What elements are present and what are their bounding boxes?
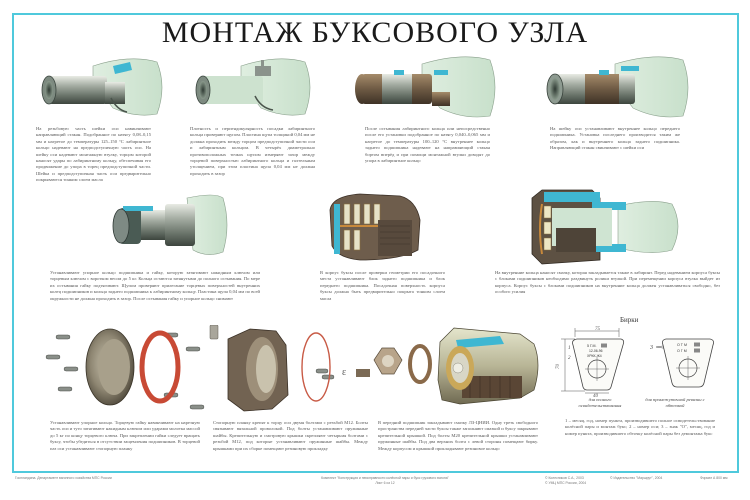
svg-text:О Т М: О Т М xyxy=(677,343,687,347)
svg-text:2: 2 xyxy=(568,356,571,361)
illustration-step-5 xyxy=(112,194,228,255)
illustration-step-6 xyxy=(329,193,421,261)
illustration-step-4 xyxy=(546,56,689,118)
tag-label-full-inspection: для полного освидетельствования xyxy=(578,397,622,408)
tags-caption: 1 – месяц, год, номер пункта, производив… xyxy=(565,418,715,436)
tags-title: Бирки xyxy=(620,316,639,324)
svg-text:70: 70 xyxy=(556,364,561,370)
illustration-step-3 xyxy=(355,56,496,118)
footer-publisher: © Издательство "Маршрут", 2004 xyxy=(610,476,663,480)
caption-step-9: Стопорную планку крепят к торцу оси двум… xyxy=(213,420,368,451)
illustration-exploded-view: ε xyxy=(45,325,370,412)
caption-step-1: На резьбовую часть шейки оси навинчивают… xyxy=(36,126,151,183)
caption-step-7: На внутренние кольца наносят смазку, кот… xyxy=(495,270,720,295)
caption-step-2: Плотность и перпендикулярность посадки л… xyxy=(190,126,315,176)
footer-format: Формат А 800 мм xyxy=(700,476,728,480)
footer-credits-line1: © Колесников С.А., 2003 xyxy=(545,476,584,480)
illustration-step-1 xyxy=(41,58,163,116)
footer-center-line1: Комплект "Конструкция и неисправности ко… xyxy=(321,476,449,480)
svg-text:12-06-96: 12-06-96 xyxy=(589,349,603,353)
svg-text:О Г М: О Г М xyxy=(677,349,687,353)
caption-step-10: В передний подшипник закладывают смазку … xyxy=(378,420,538,451)
poster-title: МОНТАЖ БУКСОВОГО УЗЛА xyxy=(161,16,589,49)
illustration-step-7 xyxy=(531,189,679,265)
caption-step-3: После остывания лабиринтного кольца или … xyxy=(365,126,490,164)
footer-left: Госпландина. Департамент вагонного хозяй… xyxy=(15,476,112,480)
svg-text:1: 1 xyxy=(568,346,571,351)
tag-label-intermediate-revision: для промежуточной ревизии с обточкой xyxy=(645,397,705,408)
svg-text:40: 40 xyxy=(593,394,599,397)
caption-step-8: Устанавливают упорное кольцо. Торцевую г… xyxy=(50,420,200,451)
caption-step-6: В корпус буксы после проверки геометрии … xyxy=(320,270,445,301)
tag-drawing-full-inspection: 75 70 40 5 Г.М. 12-06-96 ХРКК-Ж4 1 2 xyxy=(556,327,625,397)
caption-step-4: На шейку оси устанавливают внутреннее ко… xyxy=(550,126,680,151)
svg-text:75: 75 xyxy=(595,327,601,332)
footer-credits-line2: © УМЦ МПС России, 2004 xyxy=(545,481,587,485)
svg-text:ε: ε xyxy=(342,367,346,378)
svg-text:ХРКК-Ж4: ХРКК-Ж4 xyxy=(587,354,602,358)
footer-center-line2: Лист 6 из 12 xyxy=(375,481,395,485)
caption-step-5: Устанавливают упорное кольцо подшипника … xyxy=(50,270,260,301)
tag-drawing-intermediate-revision: 3 О Т М О Г М xyxy=(649,338,714,388)
illustration-step-10 xyxy=(373,327,539,405)
svg-text:3: 3 xyxy=(649,345,653,351)
illustration-step-2 xyxy=(195,58,311,116)
svg-text:5 Г.М.: 5 Г.М. xyxy=(587,344,597,348)
